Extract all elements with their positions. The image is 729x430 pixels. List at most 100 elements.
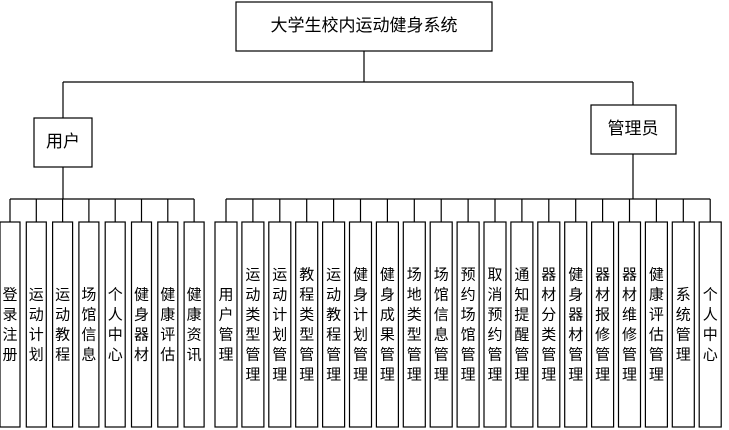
leaf-box — [322, 221, 346, 428]
leaf-label-char: 理 — [353, 366, 368, 384]
leaf-label-char: 器 — [595, 266, 610, 284]
leaf-label-char: 理 — [514, 366, 529, 384]
leaf-label-char: 健 — [134, 286, 149, 304]
leaf-label-char: 管 — [622, 346, 637, 364]
leaf-label-char: 计 — [29, 326, 44, 344]
leaf-label-char: 中 — [703, 326, 718, 344]
leaf-label-char: 约 — [461, 286, 476, 304]
leaf-label-char: 管 — [218, 326, 233, 344]
leaf-label-char: 康 — [160, 306, 175, 324]
branch-admin-label: 管理员 — [608, 119, 659, 139]
leaf-label-char: 程 — [299, 286, 314, 304]
branch-admin-box — [590, 104, 677, 155]
leaf-label-char: 材 — [568, 326, 583, 344]
leaf-label-char: 材 — [622, 286, 637, 304]
leaf-label-char: 健 — [568, 266, 583, 284]
branch-admin: 管理员 — [590, 104, 677, 155]
leaf-label-char: 理 — [326, 366, 341, 384]
leaf-box — [78, 221, 100, 428]
leaf-label-char: 器 — [541, 266, 556, 284]
leaf-label-char: 类 — [299, 306, 314, 324]
leaf-label-char: 型 — [299, 326, 314, 344]
leaf-box — [644, 221, 669, 428]
leaf-label-char: 管 — [568, 346, 583, 364]
leaf-label-char: 理 — [299, 366, 314, 384]
leaf-box — [183, 221, 205, 428]
leaf-box — [241, 221, 265, 428]
leaf-label-char: 用 — [218, 286, 233, 304]
leaf-label-char: 理 — [487, 366, 502, 384]
leaf-box — [375, 221, 399, 428]
leaf-box — [402, 221, 426, 428]
leaf-label-char: 运 — [326, 266, 341, 284]
leaf-label-char: 康 — [187, 306, 202, 324]
leaf-label-char: 教 — [326, 306, 341, 324]
leaf-label-char: 健 — [187, 286, 202, 304]
leaf-label-char: 管 — [245, 346, 260, 364]
leaf-box — [130, 221, 153, 428]
leaf-box — [268, 221, 292, 428]
leaf-label-char: 类 — [407, 306, 422, 324]
leaf-box — [564, 221, 588, 428]
leaf-label-char: 理 — [568, 366, 583, 384]
leaf-label-char: 预 — [487, 306, 502, 324]
leaf-box — [537, 221, 561, 428]
leaf-label-char: 知 — [514, 286, 529, 304]
leaf-label-char: 中 — [108, 326, 123, 344]
leaf-label-char: 理 — [541, 366, 556, 384]
leaf-label-char: 提 — [514, 306, 529, 324]
leaf-label-char: 材 — [541, 286, 556, 304]
leaf-box — [295, 221, 319, 428]
leaf-label-char: 身 — [134, 306, 149, 324]
leaf-label-char: 人 — [703, 306, 718, 324]
leaf-label-char: 讯 — [187, 346, 202, 364]
leaf-label-char: 估 — [649, 326, 664, 344]
leaf-label-char: 运 — [55, 286, 70, 304]
leaf-label-char: 器 — [622, 266, 637, 284]
leaf-label-char: 馆 — [81, 306, 96, 324]
leaf-label-char: 场 — [407, 266, 422, 284]
leaf-label-char: 心 — [108, 346, 123, 364]
leaf-label-char: 健 — [353, 266, 368, 284]
leaf-label-char: 划 — [29, 346, 44, 364]
leaf-label-char: 健 — [160, 286, 175, 304]
leaf-label-char: 动 — [326, 286, 341, 304]
leaf-label-char: 健 — [649, 266, 664, 284]
leaf-label-char: 划 — [272, 326, 287, 344]
leaf-label-char: 心 — [703, 346, 718, 364]
leaf-label-char: 录 — [2, 306, 17, 324]
leaf-label-char: 程 — [326, 326, 341, 344]
leaf-box — [617, 221, 642, 428]
leaf-box — [25, 221, 47, 428]
leaf-label-char: 理 — [272, 366, 287, 384]
leaf-label-char: 教 — [55, 326, 70, 344]
leaf-label-char: 修 — [622, 326, 637, 344]
leaf-label-char: 材 — [595, 286, 610, 304]
leaf-label-char: 类 — [541, 326, 556, 344]
leaf-label-char: 注 — [2, 326, 17, 344]
leaf-label-char: 维 — [622, 306, 637, 324]
leaf-label-char: 估 — [160, 346, 175, 364]
leaf-box — [104, 221, 126, 428]
leaf-label-char: 修 — [595, 326, 610, 344]
leaf-label-char: 理 — [649, 366, 664, 384]
